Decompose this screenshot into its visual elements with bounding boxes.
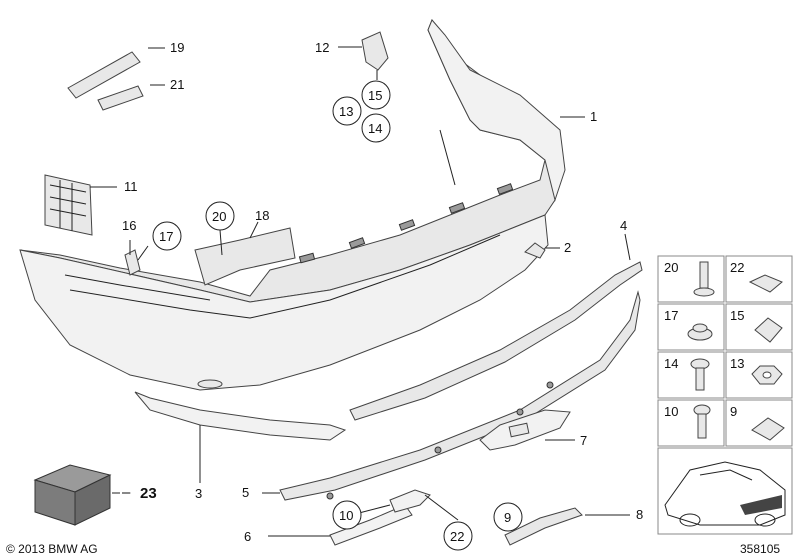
callout-13-circle [332,96,362,126]
callouts: 19 21 11 16 17 20 18 12 15 13 14 1 2 4 3… [122,40,643,551]
callout-14[interactable]: 14 [368,121,382,136]
box-part-23[interactable] [33,464,112,526]
lower-trim-part-3[interactable] [134,391,347,441]
callout-6[interactable]: 6 [244,529,251,544]
callout-22-circle [443,521,473,551]
fastener-grid: 20 22 17 15 14 13 10 9 [657,255,793,535]
callout-17[interactable]: 17 [159,229,173,244]
bracket-part-22[interactable] [389,489,431,513]
copyright-text: © 2013 BMW AG [6,542,98,556]
callout-9[interactable]: 9 [504,510,511,525]
grid-label-22: 22 [730,260,744,275]
callout-4[interactable]: 4 [620,218,627,233]
screw-icon [690,358,710,391]
grid-label-15: 15 [730,308,744,323]
callout-15-circle [361,80,391,110]
diagram-number: 358105 [740,542,780,556]
grid-label-13: 13 [730,356,744,371]
callout-15[interactable]: 15 [368,88,382,103]
callout-1[interactable]: 1 [590,109,597,124]
bracket-part-6[interactable] [329,504,413,546]
car-location-icon [664,461,786,527]
callout-16[interactable]: 16 [122,218,136,233]
callout-17-circle [152,221,182,251]
callout-20[interactable]: 20 [212,209,226,224]
clip-nut-icon [748,274,783,293]
grid-label-20: 20 [664,260,678,275]
callout-19[interactable]: 19 [170,40,184,55]
hex-nut-icon [751,365,783,385]
trim-strip-part-5[interactable] [279,290,641,501]
callout-3[interactable]: 3 [195,486,202,501]
callout-20-circle [205,201,235,231]
rivet-pin-icon [693,404,711,439]
callout-21[interactable]: 21 [170,77,184,92]
callout-5[interactable]: 5 [242,485,249,500]
grid-label-14: 14 [664,356,678,371]
callout-23[interactable]: 23 [140,485,157,502]
callout-23-dash: – [122,484,131,501]
bracket-part-7[interactable] [479,409,571,451]
cover-part-2[interactable] [524,242,546,259]
rivet-icon [693,261,715,297]
grille-part-11[interactable] [44,174,93,236]
callout-22[interactable]: 22 [450,529,464,544]
callout-11[interactable]: 11 [124,179,138,194]
callout-18[interactable]: 18 [255,208,269,223]
callout-12[interactable]: 12 [315,40,329,55]
callout-10[interactable]: 10 [339,508,353,523]
grid-label-17: 17 [664,308,678,323]
strip-part-21[interactable] [97,85,144,111]
expansion-nut-icon [687,323,713,341]
grid-label-9: 9 [730,404,737,419]
bumper-cover-part[interactable] [19,18,566,391]
callout-2[interactable]: 2 [564,240,571,255]
callout-13[interactable]: 13 [339,104,353,119]
trim-strip-part-4[interactable] [349,261,643,421]
bracket-part-8[interactable] [504,507,583,546]
spring-nut-icon [754,317,783,343]
callout-7[interactable]: 7 [580,433,587,448]
callout-14-circle [361,113,391,143]
bracket-part-18[interactable] [194,227,296,286]
grid-label-10: 10 [664,404,678,419]
callout-10-circle [332,500,362,530]
clip-part-16[interactable] [124,249,141,276]
callout-9-circle [493,502,523,532]
strip-part-19[interactable] [67,51,141,99]
bracket-part-12[interactable] [361,31,389,71]
spring-clip-icon [751,417,785,441]
callout-8[interactable]: 8 [636,507,643,522]
